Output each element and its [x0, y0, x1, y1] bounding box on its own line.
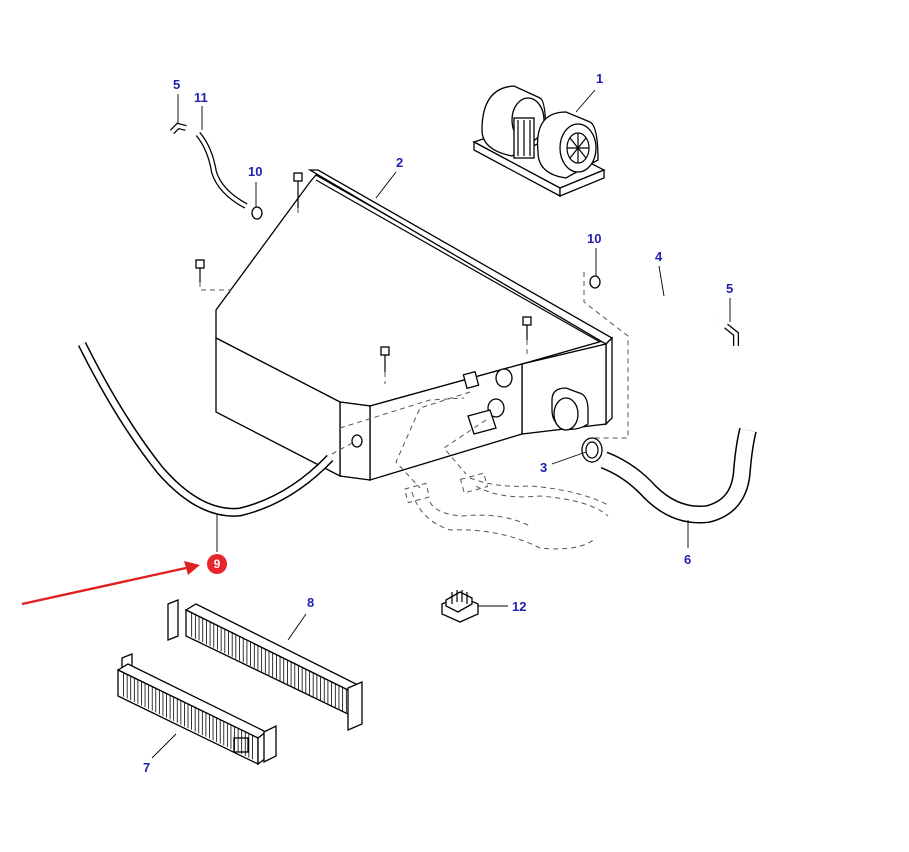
callout-5-left: 5: [173, 77, 180, 92]
callout-2: 2: [396, 155, 403, 170]
hose-elbow-5-left: [169, 122, 187, 135]
bolt: [380, 346, 390, 372]
bolt: [293, 172, 303, 208]
callout-12: 12: [512, 599, 526, 614]
callout-6: 6: [684, 552, 691, 567]
hose-part-4: [603, 286, 718, 322]
callout-1: 1: [596, 71, 603, 86]
hose-part-9: [77, 341, 334, 517]
hose-clip-ring: [581, 437, 603, 463]
bolt: [522, 316, 532, 340]
callout-8: 8: [307, 595, 314, 610]
hose-part-6: [600, 427, 757, 524]
heater-housing: [195, 169, 614, 481]
callout-3: 3: [540, 460, 547, 475]
heater-core-fins-8: [191, 612, 347, 714]
leader-lines: [151, 89, 731, 759]
hose-elbow-5-right: [724, 323, 739, 346]
callout-7: 7: [143, 760, 150, 775]
resistor-block-12: [441, 590, 479, 623]
callout-10-right: 10: [587, 231, 601, 246]
hose-clamp-10-left: [251, 206, 263, 220]
hose-clamp-10-right: [589, 275, 601, 289]
callout-4: 4: [655, 249, 663, 264]
callout-10-left: 10: [248, 164, 262, 179]
bolt: [195, 259, 205, 282]
hose-part-11: [195, 132, 248, 209]
blower-unit: [472, 85, 606, 198]
highlight-marker: [207, 554, 227, 574]
highlight-arrow: [21, 561, 200, 606]
heater-core-fins-7: [123, 672, 253, 760]
callout-9: 9: [214, 557, 221, 571]
callout-11: 11: [194, 90, 208, 105]
dashed-hose-routing: [339, 391, 611, 550]
callout-5-right: 5: [726, 281, 733, 296]
